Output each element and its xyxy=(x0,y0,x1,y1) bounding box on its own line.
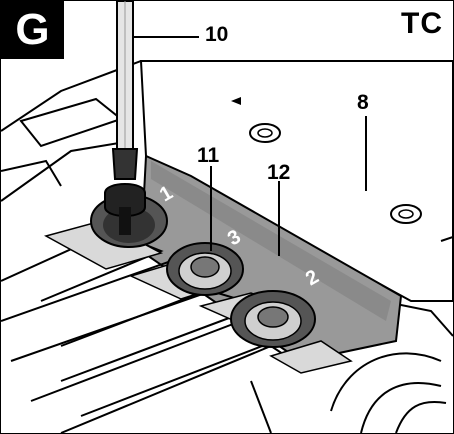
callout-scale-plate: 12 xyxy=(267,161,291,184)
screw-recess-2 xyxy=(166,242,244,296)
callout-screwdriver: 10 xyxy=(205,23,229,46)
callout-leader-lines xyxy=(134,36,367,256)
callout-base-plate: 8 xyxy=(357,91,369,114)
screwdriver xyxy=(104,1,146,235)
screw-recess-3 xyxy=(230,290,316,348)
base-plate xyxy=(139,60,453,302)
figure-letter-badge: G xyxy=(1,1,64,59)
callout-screw: 11 xyxy=(197,144,220,167)
mode-label: TC xyxy=(401,7,443,40)
